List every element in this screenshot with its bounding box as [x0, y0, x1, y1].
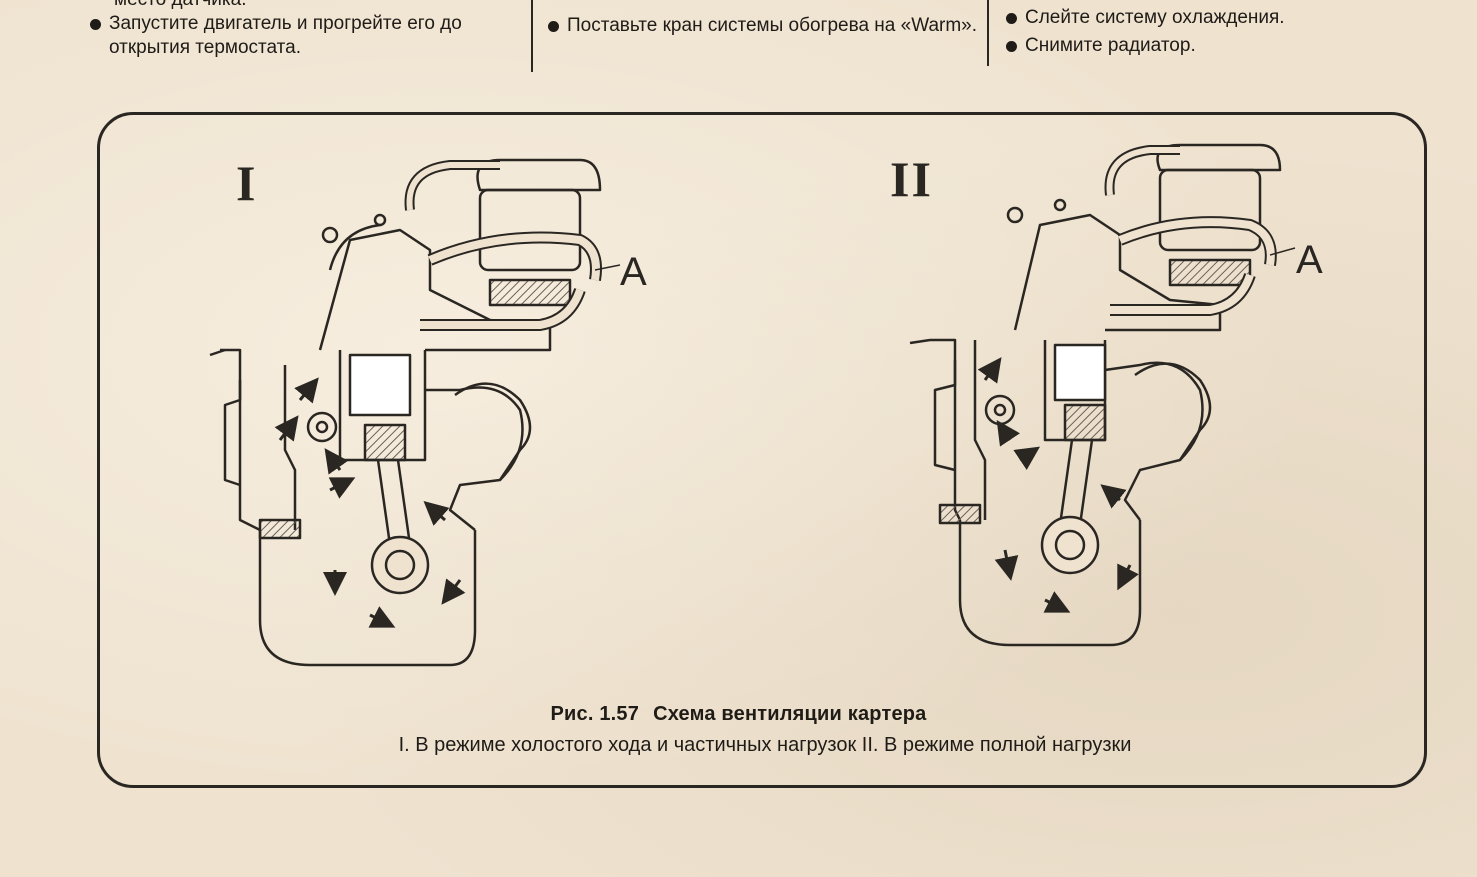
bullet-text: Поставьте кран системы обогрева на «Warm… — [567, 15, 978, 36]
bullet-icon — [90, 19, 101, 30]
figure-title: Схема вентиляции картера — [653, 703, 927, 725]
bullet-icon — [1006, 13, 1017, 24]
engine-diagram-full-load — [909, 143, 1296, 647]
bullet-text: Слейте систему охлаждения. — [1025, 7, 1285, 28]
bullet-icon — [548, 21, 559, 32]
figure-frame — [97, 112, 1427, 788]
panel-1-numeral: I — [236, 155, 258, 211]
bullet-item: Поставьте кран системы обогрева на «Warm… — [548, 14, 978, 38]
panel-1-callout: A — [620, 250, 647, 294]
bullet-icon — [1006, 41, 1017, 52]
text-column-1: место датчика. Запустите двигатель и про… — [90, 0, 520, 64]
bullet-item: Запустите двигатель и прогрейте его до о… — [90, 12, 520, 60]
panel-2-callout: A — [1296, 238, 1323, 282]
overflow-text: место датчика. — [114, 0, 520, 12]
bullet-item: Слейте систему охлаждения. — [1006, 6, 1466, 30]
panel-2-numeral: II — [890, 151, 933, 207]
bullet-text: Запустите двигатель и прогрейте его до о… — [109, 13, 462, 58]
bullet-text: Снимите радиатор. — [1025, 35, 1196, 56]
figure-caption-title: Рис. 1.57 Схема вентиляции картера — [0, 703, 1477, 726]
figure-number: Рис. 1.57 — [550, 703, 640, 725]
column-divider — [531, 0, 533, 72]
bullet-item: Снимите радиатор. — [1006, 34, 1466, 58]
figure-caption-subtitle: I. В режиме холостого хода и частичных н… — [398, 734, 1132, 756]
column-divider — [987, 0, 989, 66]
engine-diagram-idle — [209, 158, 621, 667]
text-column-2: Поставьте кран системы обогрева на «Warm… — [548, 14, 978, 42]
text-column-3: Слейте систему охлаждения. Снимите радиа… — [1006, 6, 1466, 62]
